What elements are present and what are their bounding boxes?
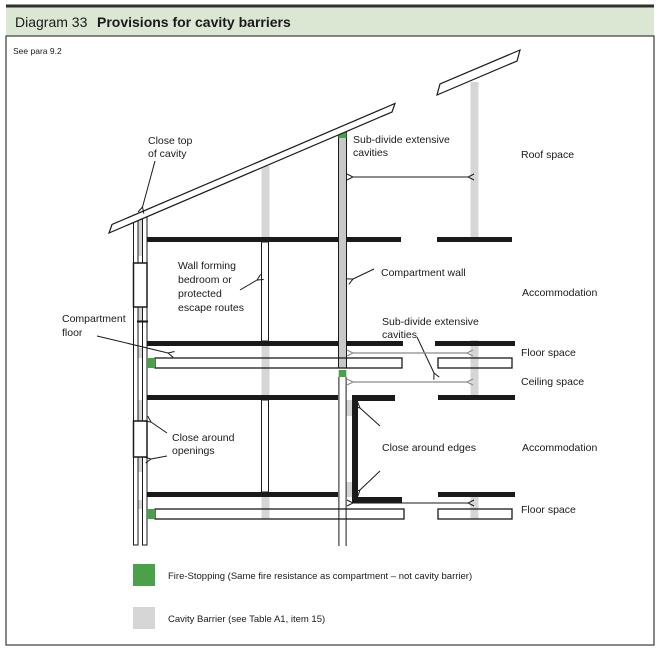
legend-swatch-fire-stopping bbox=[133, 564, 155, 586]
cavity-barrier-floor-space bbox=[261, 492, 270, 519]
legend-label-fire-stopping: Fire-Stopping (Same fire resistance as c… bbox=[168, 571, 472, 582]
external-cavity-wall bbox=[132, 214, 148, 546]
floor-deck bbox=[437, 508, 513, 520]
annotation-arrows bbox=[96, 160, 468, 503]
fire-stopping-blocks bbox=[147, 129, 347, 519]
roof-slope-upper bbox=[436, 48, 521, 97]
fire-stopping-floor-edge bbox=[147, 509, 155, 519]
label-subdivide-mid: cavities bbox=[382, 329, 417, 341]
label-floor-space-upper: Floor space bbox=[521, 347, 576, 359]
floor-deck bbox=[154, 508, 405, 520]
arrow-compartment-wall bbox=[353, 268, 375, 279]
legend: Fire-Stopping (Same fire resistance as c… bbox=[133, 564, 472, 629]
wall-opening-upper bbox=[132, 262, 148, 308]
compartment-wall-upper bbox=[338, 131, 347, 369]
arrow-close-top-of-cavity bbox=[143, 160, 156, 207]
fire-stopping-under-floor bbox=[338, 370, 347, 377]
cavity-barrier-floor-space bbox=[261, 342, 270, 398]
arrow-close-edge-bottom bbox=[360, 470, 381, 490]
cavity-barrier-wall bbox=[138, 348, 143, 358]
label-roof-space: Roof space bbox=[521, 149, 574, 161]
cavity-barrier-roof-space bbox=[261, 166, 270, 242]
arrow-close-opening-top bbox=[151, 422, 168, 434]
header-top-rule bbox=[6, 4, 654, 8]
ceiling-line-upper bbox=[147, 237, 512, 242]
arrow-close-edge-top bbox=[360, 408, 381, 427]
cavity-barrier-roof-space bbox=[470, 82, 479, 242]
roof-slope-main bbox=[107, 102, 397, 235]
label-compartment-floor: floor bbox=[62, 327, 83, 339]
fire-stopping-floor-edge bbox=[147, 358, 155, 368]
legend-label-cavity-barrier: Cavity Barrier (see Table A1, item 15) bbox=[168, 614, 325, 625]
label-close-around-openings: openings bbox=[172, 445, 215, 457]
cavity-barrier-floor-space bbox=[470, 340, 479, 398]
bedroom-wall-upper bbox=[261, 241, 269, 342]
arrow-wall-forming bbox=[239, 280, 257, 291]
diagram-title: Provisions for cavity barriers bbox=[97, 14, 291, 30]
label-floor-space-lower: Floor space bbox=[521, 504, 576, 516]
label-subdivide-mid: Sub-divide extensive bbox=[382, 316, 479, 328]
floor-line-lower bbox=[147, 492, 515, 497]
label-close-top-of-cavity: of cavity bbox=[148, 148, 187, 160]
ceiling-line-lower bbox=[147, 395, 515, 400]
cavity-barrier-wall bbox=[138, 400, 143, 421]
content-frame bbox=[5, 35, 655, 646]
cavity-barrier-floor-space bbox=[470, 495, 479, 519]
arrow-subdivide-ceiling bbox=[416, 336, 434, 373]
label-compartment-wall: Compartment wall bbox=[381, 267, 466, 279]
cavity-barrier-wall-top bbox=[138, 219, 143, 256]
floor-deck bbox=[437, 357, 513, 369]
label-subdivide-roof: cavities bbox=[353, 147, 388, 159]
floor-deck bbox=[154, 357, 403, 369]
label-compartment-floor: Compartment bbox=[62, 313, 126, 325]
arrow-close-opening-bottom bbox=[151, 455, 168, 459]
label-close-around-edges: Close around edges bbox=[382, 442, 476, 454]
label-wall-forming: bedroom or bbox=[178, 274, 232, 286]
label-close-around-openings: Close around bbox=[172, 432, 235, 444]
bedroom-wall-lower bbox=[261, 399, 269, 493]
label-close-top-of-cavity: Close top bbox=[148, 135, 193, 147]
header-bar bbox=[6, 7, 654, 36]
cavity-barrier-wall bbox=[138, 308, 143, 322]
cavity-barrier-bars bbox=[138, 82, 479, 519]
label-wall-forming: Wall forming bbox=[178, 260, 236, 272]
arrow-compartment-floor bbox=[96, 335, 168, 353]
label-accommodation-upper: Accommodation bbox=[522, 287, 597, 299]
label-wall-forming: escape routes bbox=[178, 302, 244, 314]
label-subdivide-roof: Sub-divide extensive bbox=[353, 134, 450, 146]
label-accommodation-lower: Accommodation bbox=[522, 442, 597, 454]
paragraph-reference: See para 9.2 bbox=[13, 46, 62, 56]
floor-line-upper bbox=[147, 341, 515, 346]
cavity-barrier-wall bbox=[138, 500, 143, 509]
label-ceiling-space: Ceiling space bbox=[521, 376, 584, 388]
diagram-number: Diagram 33 bbox=[15, 14, 88, 30]
cavity-barrier-edge-top bbox=[346, 400, 352, 416]
cavity-barrier-wall bbox=[138, 458, 143, 472]
cavity-barrier-edge-bottom bbox=[346, 482, 352, 497]
legend-swatch-cavity-barrier bbox=[133, 607, 155, 629]
wall-opening-lower bbox=[132, 420, 148, 458]
label-wall-forming: protected bbox=[178, 288, 222, 300]
